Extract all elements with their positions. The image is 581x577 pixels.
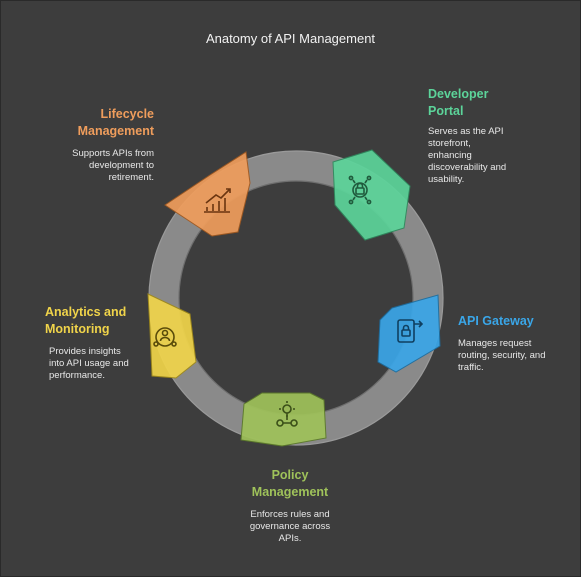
description-line: governance across (249, 521, 331, 532)
description-line: Provides insights (49, 346, 121, 357)
description-line: retirement. (108, 172, 154, 183)
analytics-monitoring-title-line: Analytics and (45, 305, 127, 319)
description-line: Supports APIs from (72, 148, 154, 159)
description-line: routing, security, and (458, 350, 546, 361)
developer-portal-title: Developer Portal (428, 86, 488, 120)
description-line: enhancing (428, 150, 472, 161)
analytics-monitoring-title-line: Monitoring (45, 322, 110, 336)
description-line: Enforces rules and (250, 509, 330, 520)
description-line: development to (89, 160, 154, 171)
lifecycle-management-title-line: Lifecycle (100, 107, 154, 121)
api-gateway-title-line: API Gateway (458, 314, 534, 328)
description-line: usability. (428, 174, 465, 185)
lifecycle-management-title: Lifecycle Management (40, 106, 154, 140)
description-line: Manages request (458, 338, 532, 349)
policy-management-title-line: Policy (271, 468, 309, 482)
description-line: discoverability and (428, 162, 507, 173)
policy-management-title: Policy Management (220, 467, 360, 501)
developer-portal-segment (332, 149, 411, 241)
policy-management-icon (276, 401, 298, 427)
description-line: into API usage and (49, 358, 129, 369)
api-gateway-segment (377, 294, 441, 373)
description-line: Serves as the API (428, 126, 504, 137)
api-gateway-description: Manages request routing, security, and t… (458, 338, 545, 374)
developer-portal-title-line: Developer (428, 87, 489, 101)
api-gateway-icon (397, 319, 424, 343)
diagram-title: Anatomy of API Management (205, 31, 376, 46)
developer-portal-description: Serves as the API storefront, enhancing … (428, 126, 506, 186)
analytics-monitoring-icon (153, 327, 177, 347)
lifecycle-management-segment (164, 151, 251, 237)
description-line: performance. (49, 370, 105, 381)
api-gateway-title: API Gateway (458, 313, 534, 330)
policy-management-description: Enforces rules and governance across API… (220, 509, 360, 545)
lifecycle-management-icon (204, 188, 231, 213)
description-line: APIs. (278, 533, 302, 544)
policy-management-segment (240, 392, 327, 447)
developer-portal-icon (348, 175, 372, 205)
analytics-monitoring-title: Analytics and Monitoring (45, 304, 126, 338)
lifecycle-management-description: Supports APIs from development to retire… (40, 148, 154, 184)
analytics-monitoring-segment (147, 293, 197, 379)
lifecycle-management-title-line: Management (77, 124, 154, 138)
analytics-monitoring-description: Provides insights into API usage and per… (49, 346, 129, 382)
policy-management-title-line: Management (251, 485, 329, 499)
developer-portal-title-line: Portal (428, 104, 464, 118)
description-line: storefront, (428, 138, 471, 149)
description-line: traffic. (458, 362, 484, 373)
